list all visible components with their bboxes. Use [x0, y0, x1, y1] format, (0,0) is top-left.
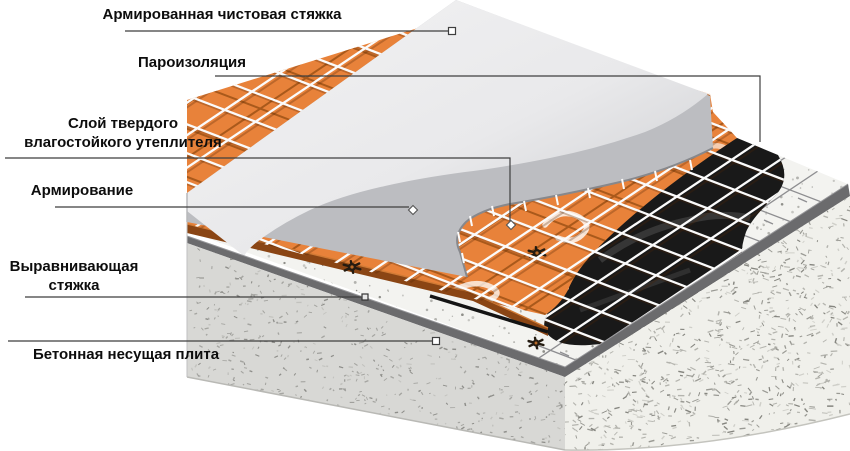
leader-reinforcement	[55, 204, 419, 216]
leader-finish-screed	[125, 26, 457, 36]
insulation-anchor-icon	[527, 336, 545, 350]
leader-lines	[5, 26, 761, 346]
leader-vapor-barrier	[215, 75, 761, 142]
leader-marker	[361, 293, 369, 301]
label-reinforcement: Армирование	[30, 182, 134, 199]
label-finish-screed: Армированная чистовая стяжка	[102, 6, 342, 23]
leader-concrete-slab	[8, 336, 441, 346]
leader-marker	[407, 204, 419, 216]
leader-marker	[431, 336, 441, 346]
leader-marker	[447, 26, 457, 36]
insulation-anchor-icon	[342, 260, 362, 274]
leader-marker	[505, 219, 517, 231]
label-vapor-barrier: Пароизоляция	[137, 54, 247, 71]
leader-leveling-screed	[25, 293, 369, 301]
leader-insulation	[5, 157, 517, 231]
leveling-screed-edge-band	[186, 183, 850, 377]
label-concrete-slab: Бетонная несущая плита	[32, 346, 220, 363]
